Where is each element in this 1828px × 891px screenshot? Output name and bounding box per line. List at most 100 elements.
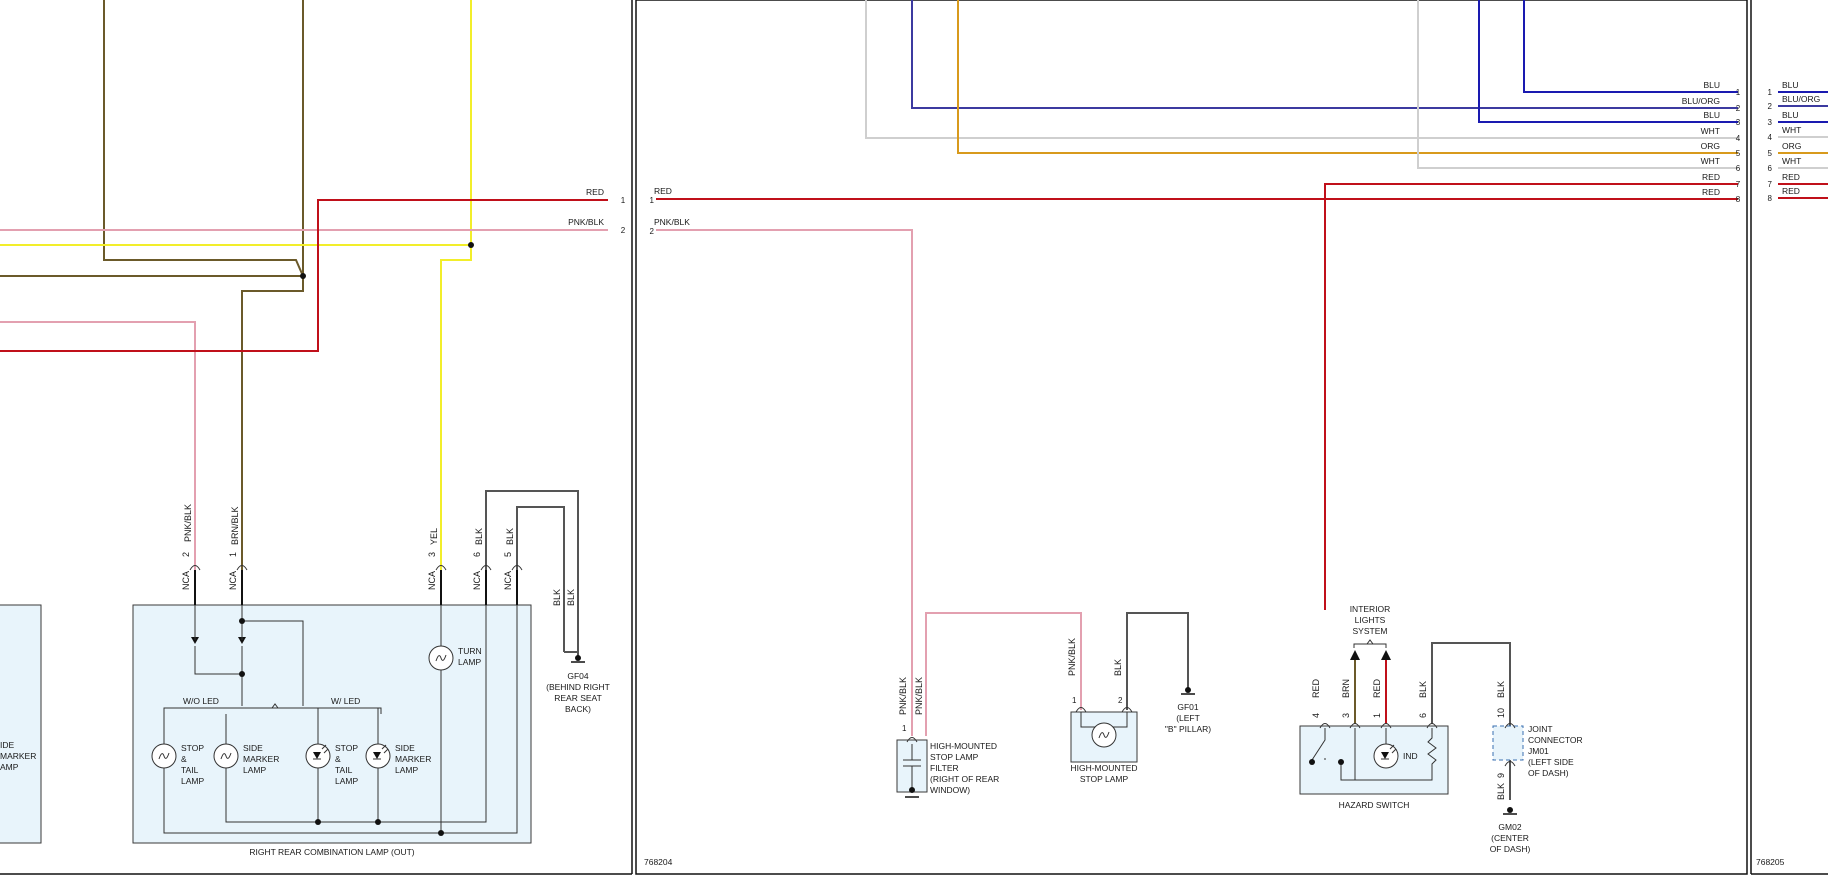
wire-red-7 [1324, 183, 1738, 610]
internal-wire [242, 620, 304, 706]
filament-icon [1098, 731, 1110, 739]
wire-blk-ground-2 [516, 506, 565, 652]
lamp-wire-label: PNK/BLK [183, 504, 193, 542]
splice-dot-brown [300, 273, 306, 279]
wire-pnk-blk-stoplamp [925, 612, 1082, 736]
connector-mark-icon [906, 737, 918, 743]
right-wire-label: BLU [1782, 80, 1799, 90]
led-diode-icon [1381, 752, 1389, 759]
in-wire-label: RED [654, 186, 672, 196]
ground-wire-label: BLK [566, 589, 576, 606]
out-wire-label: ORG [1701, 141, 1720, 151]
led-bracket [163, 703, 382, 714]
right-wire-label: BLU [1782, 110, 1799, 120]
connector-mark-icon [189, 565, 201, 571]
right-pin-number: 8 [1768, 194, 1773, 203]
ground-gf04-name: GF04 [567, 671, 589, 681]
out-pin-number: 5 [1736, 149, 1741, 158]
connector-mark-icon [1426, 723, 1438, 729]
panel-frame-middle [635, 0, 1748, 875]
hazard-wire-label: BRN [1341, 679, 1351, 698]
stop-lamp-wire-label: PNK/BLK [1067, 638, 1077, 676]
ground-gm02-name: GM02 [1498, 822, 1521, 832]
nca-label: NCA [472, 571, 482, 590]
wire-yel [440, 245, 472, 570]
connector-mark-icon [435, 565, 447, 571]
internal-wire [194, 605, 243, 706]
joint-wire-label: BLK [1496, 681, 1506, 698]
splice-dot [315, 819, 321, 825]
connector-pin-label: 2 [621, 226, 626, 235]
in-pin-number: 2 [650, 227, 655, 236]
lamp-ground-wire [225, 605, 487, 823]
hazard-switch-title: HAZARD SWITCH [1339, 800, 1410, 810]
ground-gf01-desc: (LEFT"B" PILLAR) [1165, 713, 1211, 734]
wire-wht-6 [1417, 0, 1738, 169]
wire-blk-6 [1431, 642, 1511, 724]
right-wire-label: BLU/ORG [1782, 94, 1820, 104]
diode-icon [238, 637, 246, 644]
lamp-pin-number: 6 [472, 552, 482, 557]
ground-wire-label: BLK [552, 589, 562, 606]
nca-label: NCA [427, 571, 437, 590]
connector-pin-label: 1 [621, 196, 626, 205]
lamp-pin-number: 2 [181, 552, 191, 557]
wire-wht-4 [865, 0, 1738, 139]
wire-brn-blk [241, 276, 304, 570]
capacitor-icon [903, 744, 921, 790]
out-wire-label: RED [1702, 187, 1720, 197]
connector-mark-icon [1075, 707, 1087, 713]
right-wire-label: RED [1782, 186, 1800, 196]
splice-dot-yellow [468, 242, 474, 248]
panel-id-label: 768205 [1756, 857, 1785, 867]
right-pin-number: 5 [1768, 149, 1773, 158]
right-wire-label: WHT [1782, 156, 1801, 166]
hazard-pin-number: 4 [1311, 713, 1321, 718]
out-wire-label: BLU/ORG [1682, 96, 1720, 106]
right-wire-label: RED [1782, 172, 1800, 182]
right-pin-number: 2 [1768, 102, 1773, 111]
out-pin-number: 1 [1736, 88, 1741, 97]
led-diode-icon [313, 752, 321, 759]
lamp-wire-label: YEL [429, 528, 439, 545]
ground-gf01-name: GF01 [1177, 702, 1199, 712]
lamp-pin-number: 3 [427, 552, 437, 557]
out-pin-number: 2 [1736, 104, 1741, 113]
splice-dot [375, 819, 381, 825]
wire-blu-org [911, 0, 1738, 109]
filter-wire-label: PNK/BLK [898, 677, 908, 715]
lamp-ground-wire [163, 605, 518, 834]
out-pin-number: 6 [1736, 164, 1741, 173]
nca-label: NCA [181, 571, 191, 590]
connector-wire-label: RED [586, 187, 604, 197]
wire-red-left [0, 199, 608, 352]
wire-pnk-blk-lamp [0, 321, 196, 570]
hazard-wire-label: BLK [1418, 681, 1428, 698]
lamp-pin-number: 1 [228, 552, 238, 557]
partial-lamp-box [0, 604, 42, 844]
ground-gm02-icon [1507, 807, 1513, 813]
connector-wire-label: PNK/BLK [568, 217, 604, 227]
lamp-wire-label: BLK [474, 528, 484, 545]
connector-mark-icon [1380, 723, 1392, 729]
wire-blk-ground-1 [485, 490, 579, 652]
joint-pin-number: 9 [1496, 773, 1506, 778]
right-wire-label: ORG [1782, 141, 1801, 151]
in-pin-number: 1 [650, 196, 655, 205]
hazard-wire-label: RED [1311, 678, 1321, 698]
right-wire-label: WHT [1782, 125, 1801, 135]
out-pin-number: 8 [1736, 195, 1741, 204]
lamp-wire-label: BLK [505, 528, 515, 545]
in-wire-label: PNK/BLK [654, 217, 690, 227]
out-pin-number: 4 [1736, 134, 1741, 143]
joint-wire-label: BLK [1496, 783, 1506, 800]
resistor-icon [1427, 728, 1437, 770]
switch-contact [1338, 759, 1344, 765]
